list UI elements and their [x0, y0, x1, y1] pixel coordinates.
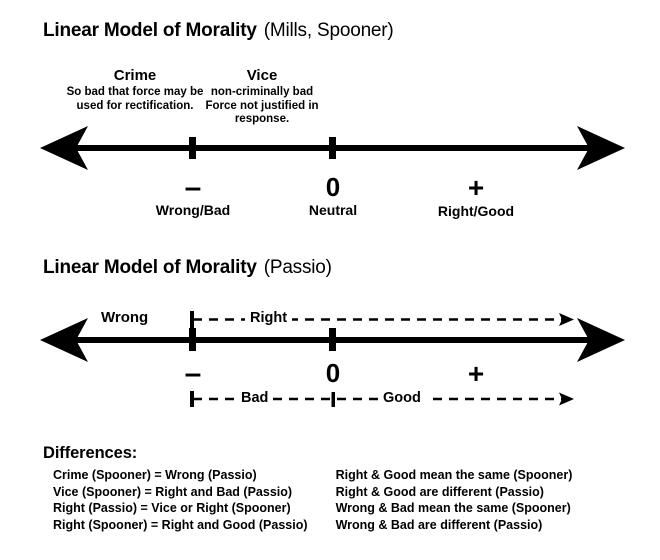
list-item: Vice (Spooner) = Right and Bad (Passio) [53, 484, 293, 499]
sign-plus-glyph: + [467, 358, 485, 389]
range-right-start-cap [190, 311, 194, 328]
moral-axis-passio [40, 311, 625, 407]
range-zero-divider-cap [331, 392, 335, 407]
arrowhead-left-icon [40, 126, 88, 170]
range-bad-start-cap [190, 391, 194, 407]
list-item: Crime (Spooner) = Wrong (Passio) [53, 468, 257, 482]
marker-zero-passio: 0 [273, 360, 393, 386]
marker-positive-passio: + [416, 358, 536, 389]
differences-section: Differences: Crime (Spooner) = Wrong (Pa… [43, 443, 633, 533]
callout-crime-head: Crime [113, 67, 157, 84]
sign-plus-glyph: + [467, 172, 485, 203]
arrowhead-left-icon [40, 318, 88, 362]
axis-tick-zero [329, 137, 336, 159]
range-label-bad: Bad [236, 390, 274, 407]
list-item: Right & Good are different (Passio) [335, 484, 544, 499]
sign-minus-glyph: – [184, 171, 202, 204]
label-wrong-bad: Wrong/Bad [155, 202, 231, 218]
label-neutral: Neutral [308, 202, 358, 218]
page-title-model-two: Linear Model of Morality (Passio) [43, 257, 332, 279]
axis-tick-minus [189, 137, 196, 159]
arrowhead-right-icon [577, 126, 625, 170]
marker-negative-passio: – [133, 357, 253, 390]
label-right-good: Right/Good [437, 203, 515, 219]
arrowhead-right-icon [577, 318, 625, 362]
callout-vice-head: Vice [246, 67, 278, 84]
list-item: Right (Spooner) = Right and Good (Passio… [53, 517, 308, 532]
page-title-model-one: Linear Model of Morality (Mills, Spooner) [43, 20, 394, 42]
model-one-title-main: Linear Model of Morality [43, 20, 257, 41]
axis-tick-minus [189, 328, 196, 351]
model-two-title-authors: (Passio) [263, 257, 332, 278]
differences-heading: Differences: [43, 444, 138, 462]
list-item: Wrong & Bad are different (Passio) [335, 517, 543, 532]
range-label-wrong: Wrong [101, 309, 149, 326]
range-right-dashed [190, 311, 574, 328]
model-two-title-main: Linear Model of Morality [43, 257, 257, 278]
differences-columns: Crime (Spooner) = Wrong (Passio) Vice (S… [43, 467, 633, 533]
range-label-right: Right [245, 310, 293, 327]
sign-zero-glyph: 0 [325, 172, 341, 202]
marker-positive-spooner: + Right/Good [416, 172, 536, 220]
range-label-good: Good [378, 390, 426, 407]
callout-crime-body: So bad that force may be used for rectif… [66, 86, 204, 112]
range-bad-good-dashed [190, 391, 574, 407]
callout-crime: Crime So bad that force may be used for … [60, 67, 210, 113]
sign-minus-glyph: – [184, 357, 202, 390]
callout-vice: Vice non-criminally bad Force not justif… [196, 67, 328, 127]
marker-negative-spooner: – Wrong/Bad [133, 171, 253, 219]
list-item: Wrong & Bad mean the same (Spooner) [335, 501, 571, 515]
model-one-title-authors: (Mills, Spooner) [263, 20, 394, 41]
sign-zero-glyph: 0 [325, 358, 341, 388]
list-item: Right & Good mean the same (Spooner) [335, 468, 573, 482]
range-right-arrowhead-icon [559, 313, 574, 326]
callout-vice-body: non-criminally bad Force not justified i… [205, 86, 319, 125]
range-good-arrowhead-icon [559, 392, 574, 406]
marker-zero-spooner: 0 Neutral [273, 174, 393, 219]
moral-axis-spooner [40, 126, 625, 170]
axis-tick-zero [329, 328, 336, 351]
differences-column-right: Right & Good mean the same (Spooner) Rig… [336, 467, 633, 533]
differences-column-left: Crime (Spooner) = Wrong (Passio) Vice (S… [43, 467, 336, 533]
list-item: Right (Passio) = Vice or Right (Spooner) [53, 501, 291, 515]
